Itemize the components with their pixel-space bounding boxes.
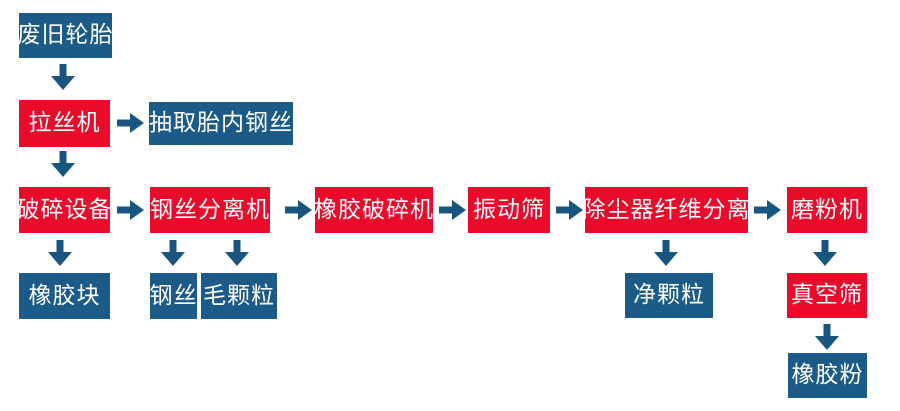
arrow-down-icon (654, 240, 678, 266)
node-coarse-granule: 毛颗粒 (201, 273, 277, 319)
node-wire-drawing-machine: 拉丝机 (19, 100, 110, 147)
arrow-down-icon (161, 240, 185, 266)
node-rubber-powder: 橡胶粉 (788, 353, 867, 398)
node-steel-wire-separator: 钢丝分离机 (150, 187, 270, 233)
arrow-down-icon (48, 240, 72, 266)
arrow-down-icon (51, 64, 75, 90)
node-steel-wire: 钢丝 (150, 273, 197, 319)
node-grinding-machine: 磨粉机 (787, 187, 867, 233)
arrow-right-icon (439, 200, 466, 220)
node-clean-granule: 净颗粒 (625, 273, 713, 318)
node-extract-inner-steel-wire: 抽取胎内钢丝 (149, 102, 293, 145)
arrow-right-icon (117, 200, 144, 220)
arrow-down-icon (815, 324, 839, 350)
arrow-down-icon (813, 240, 837, 266)
arrow-right-icon (285, 200, 312, 220)
arrow-right-icon (117, 113, 144, 133)
node-waste-tire: 废旧轮胎 (18, 13, 113, 58)
arrow-right-icon (556, 200, 583, 220)
arrow-right-icon (754, 200, 781, 220)
arrow-down-icon (51, 151, 75, 177)
arrow-down-icon (225, 240, 249, 266)
node-vibrating-screen: 振动筛 (468, 187, 550, 233)
node-rubber-crusher: 橡胶破碎机 (314, 187, 433, 233)
node-crushing-equipment: 破碎设备 (17, 187, 112, 233)
node-dust-collector-fiber-separation: 除尘器纤维分离 (583, 187, 750, 233)
node-vacuum-screen: 真空筛 (787, 273, 867, 318)
node-rubber-block: 橡胶块 (19, 273, 110, 319)
